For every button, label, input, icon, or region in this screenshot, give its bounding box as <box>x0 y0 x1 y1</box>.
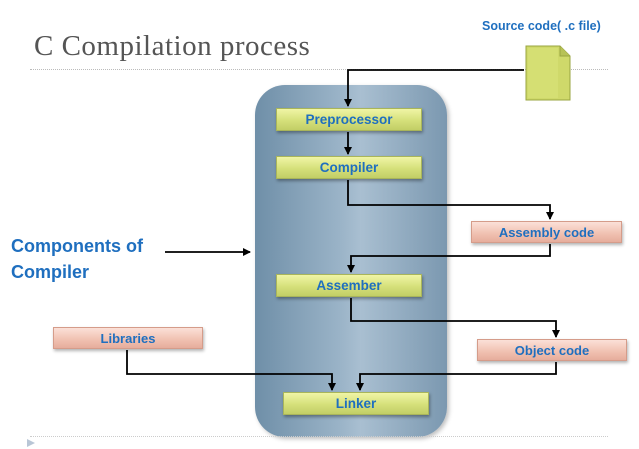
preprocessor-box: Preprocessor <box>276 108 422 131</box>
compiler-box: Compiler <box>276 156 422 179</box>
triangle-marker-icon <box>27 439 35 447</box>
components-label-line-2: Compiler <box>11 262 90 282</box>
arrow-libraries-to-linker <box>126 350 336 391</box>
linker-box: Linker <box>283 392 429 415</box>
page-title: C Compilation process <box>34 30 311 62</box>
source-code-label: Source code( .c file) <box>482 19 601 33</box>
libraries-box: Libraries <box>53 327 203 349</box>
bottom-separator <box>30 436 608 437</box>
arrow-assembly-to-assembler <box>347 244 551 273</box>
assembly-code-box: Assembly code <box>471 221 622 243</box>
top-separator <box>30 69 608 70</box>
object-code-box: Object code <box>477 339 627 361</box>
document-icon <box>525 45 571 101</box>
components-label-line-1: Components of <box>11 236 143 256</box>
arrow-assembler-to-object <box>350 298 560 338</box>
arrow-object-to-linker <box>356 362 557 391</box>
arrow-compiler-to-assembly <box>347 180 554 220</box>
components-of-compiler-label: Components of Compiler <box>11 233 143 285</box>
assembler-box: Assember <box>276 274 422 297</box>
arrow-source-to-preprocessor <box>344 69 524 107</box>
